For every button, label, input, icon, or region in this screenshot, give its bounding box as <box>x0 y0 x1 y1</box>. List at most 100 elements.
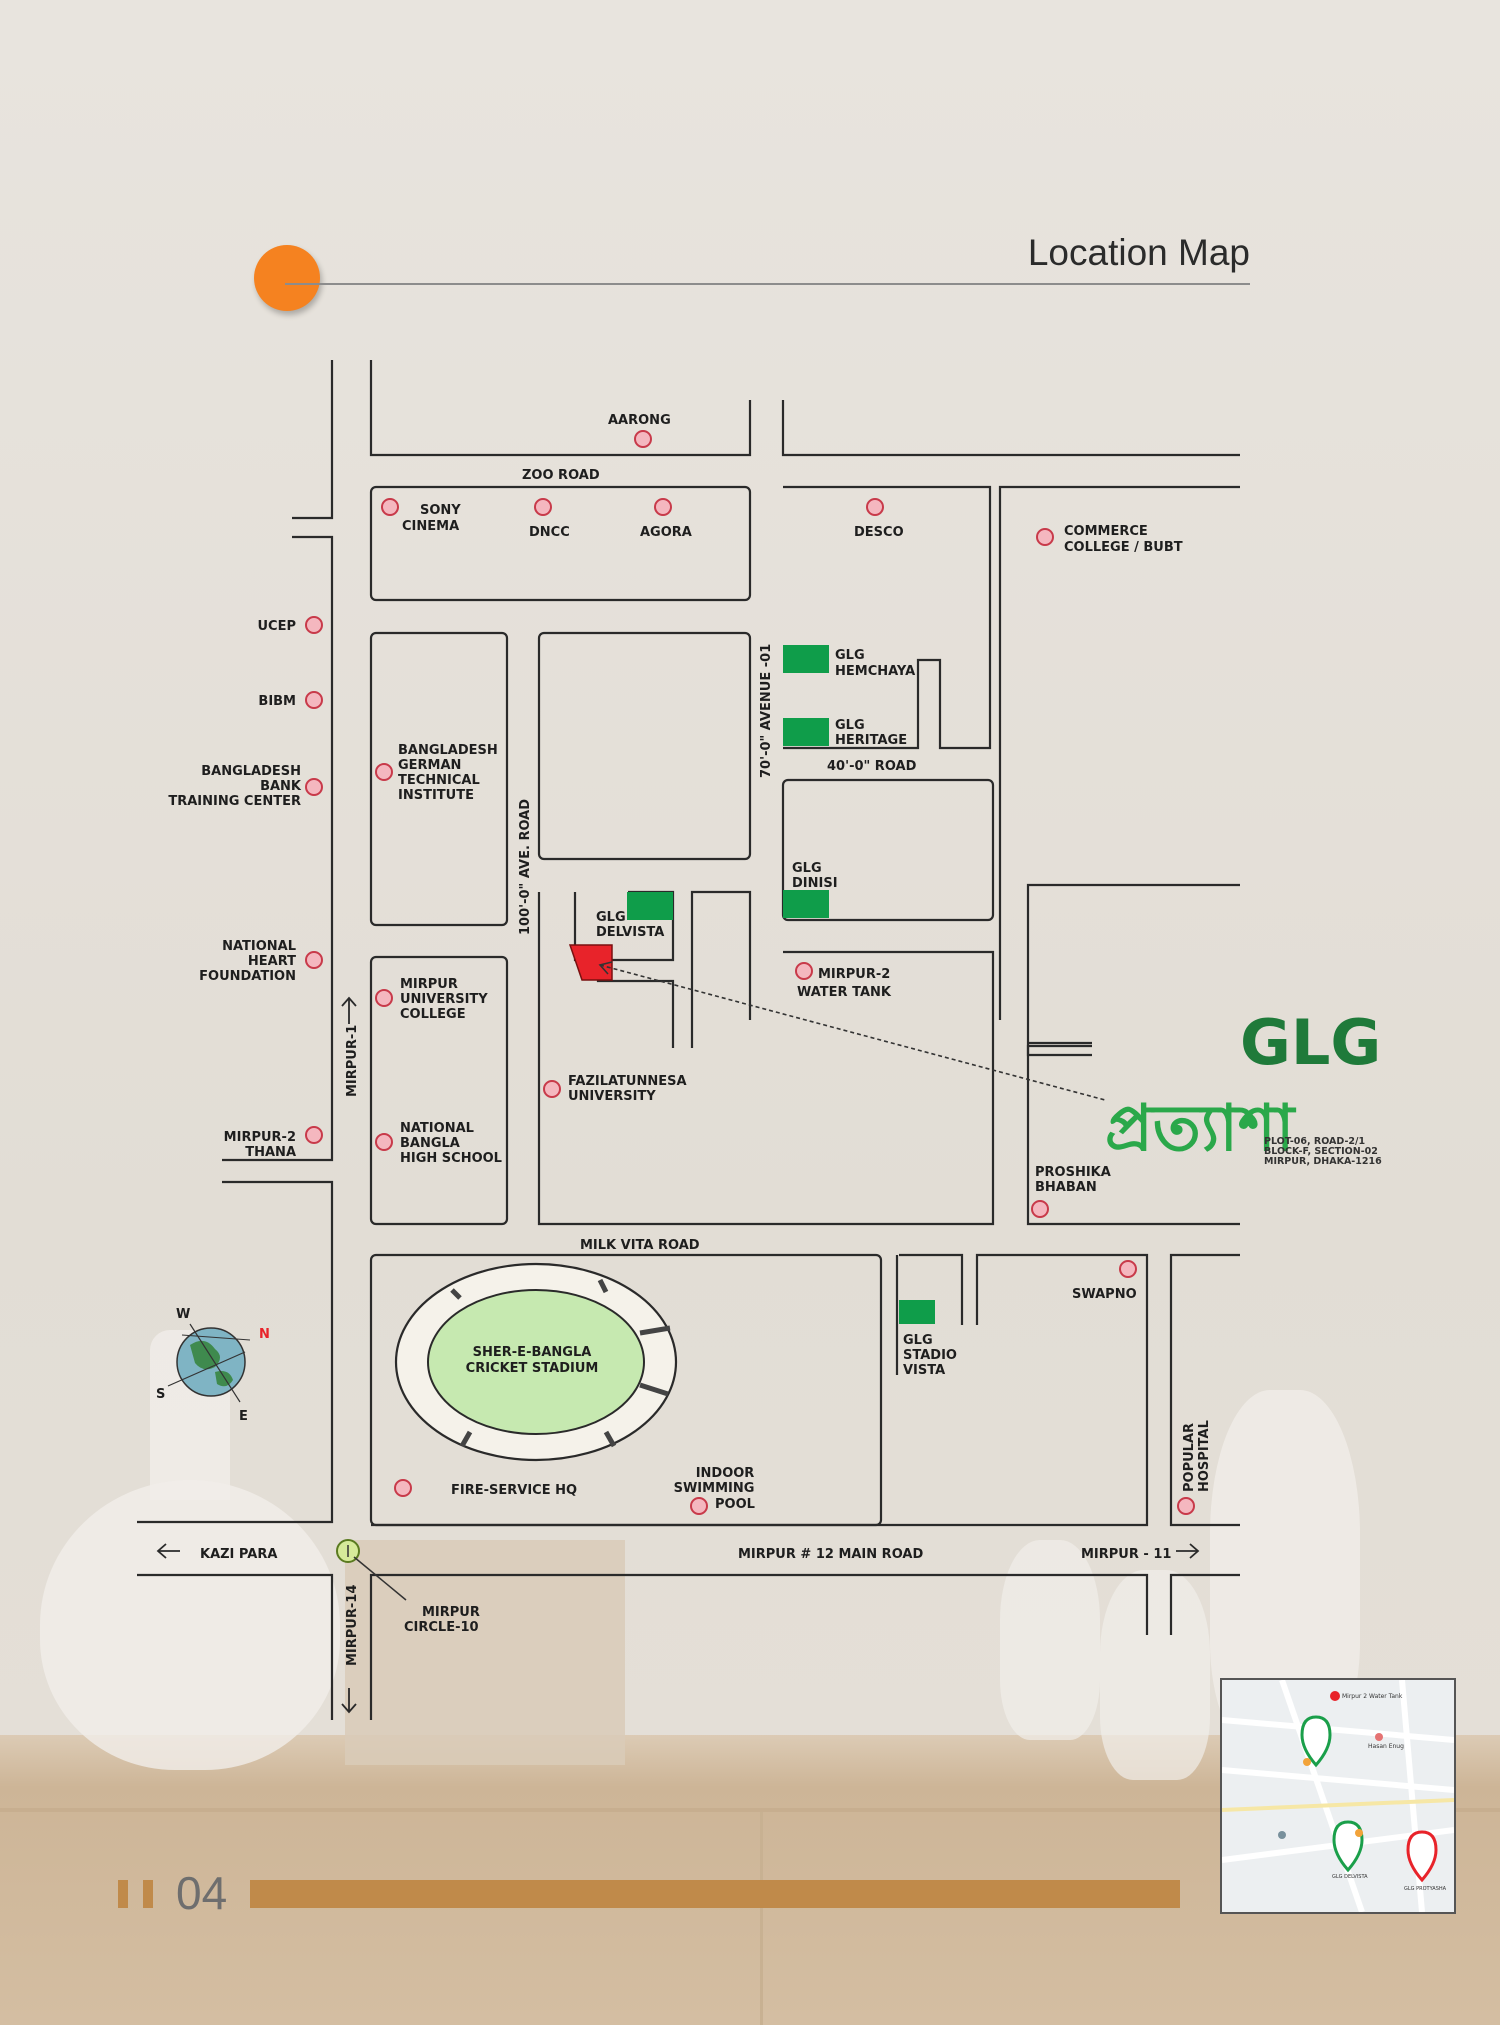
agora-label: AGORA <box>640 525 692 540</box>
glg-project-markers <box>627 645 935 1324</box>
thumbnail-map-drawing: Mirpur 2 Water Tank Hasan Enug GLG DELVI… <box>1222 1680 1454 1912</box>
thana-label-2: THANA <box>245 1145 296 1160</box>
fazilatunnesa-dot <box>543 1080 561 1098</box>
compass-e: E <box>239 1409 248 1424</box>
desco-label: DESCO <box>854 525 904 540</box>
brand-project-name: প্রত্যাশা <box>1105 1092 1297 1166</box>
glg-dinisi-square <box>783 890 829 918</box>
brand-address-1: PLOT-06, ROAD-2/1 <box>1264 1136 1365 1147</box>
brand-glg-logo: GLG <box>1240 1006 1381 1079</box>
orange-accent-dot <box>254 245 320 311</box>
compass-n: N <box>259 1327 270 1342</box>
stadio-label-1: GLG <box>903 1333 933 1348</box>
nhf-label-3: FOUNDATION <box>199 969 296 984</box>
wooden-block <box>345 1540 625 1765</box>
dinisi-label-1: GLG <box>792 861 822 876</box>
coffee-pin-icon <box>1355 1829 1363 1837</box>
thumb-water-tank-label: Mirpur 2 Water Tank <box>1342 1693 1403 1700</box>
fire-service-label: FIRE-SERVICE HQ <box>451 1483 577 1498</box>
mirpur14-label: MIRPUR-14 <box>345 1585 360 1666</box>
commerce-label-1: COMMERCE <box>1064 524 1148 539</box>
dinisi-label-2: DINISI <box>792 876 838 891</box>
popular-label-1: POPULAR <box>1182 1423 1197 1492</box>
nbhs-label-3: HIGH SCHOOL <box>400 1151 502 1166</box>
water-label-2: WATER TANK <box>797 985 892 1000</box>
proshika-label-1: PROSHIKA <box>1035 1165 1111 1180</box>
thumb-delvista-label: GLG DELVISTA <box>1332 1874 1368 1880</box>
nbhs-label-1: NATIONAL <box>400 1121 474 1136</box>
mirpur2-thana-dot <box>305 1126 323 1144</box>
shelf-edge <box>0 1808 1500 1812</box>
footer-bar-left-1 <box>118 1880 128 1908</box>
compass-w: W <box>176 1307 190 1322</box>
nhf-dot <box>305 951 323 969</box>
dncc-dot <box>534 498 552 516</box>
stadium-label-1: SHER-E-BANGLA <box>473 1345 592 1360</box>
title-rule <box>285 283 1250 285</box>
shelf-seam <box>760 1812 763 2025</box>
aarong-dot <box>634 430 652 448</box>
sony-cinema-dot <box>381 498 399 516</box>
aarong-label: AARONG <box>608 413 671 428</box>
sony-label-2: CINEMA <box>402 519 459 534</box>
fazil-label-2: UNIVERSITY <box>568 1089 656 1104</box>
project-site-flag <box>568 944 1106 1101</box>
protyasha-pin-icon <box>1406 1830 1438 1883</box>
popular-hospital-dot <box>1177 1497 1195 1515</box>
landmark-dots <box>305 430 1195 1515</box>
round-vase <box>40 1480 340 1770</box>
small-vase-2 <box>1100 1570 1210 1780</box>
bibm-label: BIBM <box>258 694 296 709</box>
mirpur11-label: MIRPUR - 11 <box>1081 1547 1171 1562</box>
hemchaya-label-1: GLG <box>835 648 865 663</box>
pool-label-2: SWIMMING <box>674 1481 755 1496</box>
hemchaya-label-2: HEMCHAYA <box>835 664 915 679</box>
mirpur12-main-road-label: MIRPUR # 12 MAIN ROAD <box>738 1547 923 1562</box>
page-title: Location Map <box>1027 232 1250 273</box>
nhf-label-1: NATIONAL <box>222 939 296 954</box>
mirpur-circle-10-marker <box>336 1539 407 1601</box>
pool-label-1: INDOOR <box>696 1466 755 1481</box>
compass-s: S <box>156 1387 165 1402</box>
water-tank-pin-icon <box>1330 1691 1340 1701</box>
dncc-label: DNCC <box>529 525 570 540</box>
ucep-label: UCEP <box>257 619 296 634</box>
glg-stadio-square <box>899 1300 935 1324</box>
cricket-stadium <box>394 1262 678 1462</box>
proshika-dot <box>1031 1200 1049 1218</box>
hasan-pin-icon <box>1375 1733 1383 1741</box>
stadio-label-3: VISTA <box>903 1363 945 1378</box>
thana-label-1: MIRPUR-2 <box>224 1130 296 1145</box>
circle-label-2: CIRCLE-10 <box>404 1620 479 1635</box>
road-network <box>137 360 1240 1720</box>
nbhs-label-2: BANGLA <box>400 1136 460 1151</box>
heritage-label-2: HERITAGE <box>835 733 907 748</box>
stadio-label-2: STADIO <box>903 1348 957 1363</box>
swimming-pool-dot <box>690 1497 708 1515</box>
direction-arrows <box>156 996 1200 1714</box>
bbtc-label-3: TRAINING CENTER <box>168 794 301 809</box>
sony-label-1: SONY <box>420 503 461 518</box>
muc-label-3: COLLEGE <box>400 1007 466 1022</box>
popular-label-2: HOSPITAL <box>1197 1420 1212 1492</box>
fazil-label-1: FAZILATUNNESA <box>568 1074 687 1089</box>
brand-address-3: MIRPUR, DHAKA-1216 <box>1264 1156 1382 1167</box>
commerce-label-2: COLLEGE / BUBT <box>1064 540 1183 555</box>
proshika-label-2: BHABAN <box>1035 1180 1097 1195</box>
bbtc-label-2: BANK <box>260 779 302 794</box>
footer-bar <box>250 1880 1180 1908</box>
footer-bar-left-2 <box>143 1880 153 1908</box>
poi-pin-icon <box>1278 1831 1286 1839</box>
thumbnail-street-map: Mirpur 2 Water Tank Hasan Enug GLG DELVI… <box>1220 1678 1456 1914</box>
glg-pin-icon <box>1332 1820 1364 1873</box>
agora-dot <box>654 498 672 516</box>
circle-label-1: MIRPUR <box>422 1605 480 1620</box>
bbtc-label-1: BANGLADESH <box>201 764 301 779</box>
water-tank-dot <box>795 962 813 980</box>
road-40-label: 40'-0" ROAD <box>827 759 917 774</box>
heritage-label-1: GLG <box>835 718 865 733</box>
muc-label-1: MIRPUR <box>400 977 458 992</box>
bgti-dot <box>375 763 393 781</box>
ucep-dot <box>305 616 323 634</box>
swapno-label: SWAPNO <box>1072 1287 1137 1302</box>
